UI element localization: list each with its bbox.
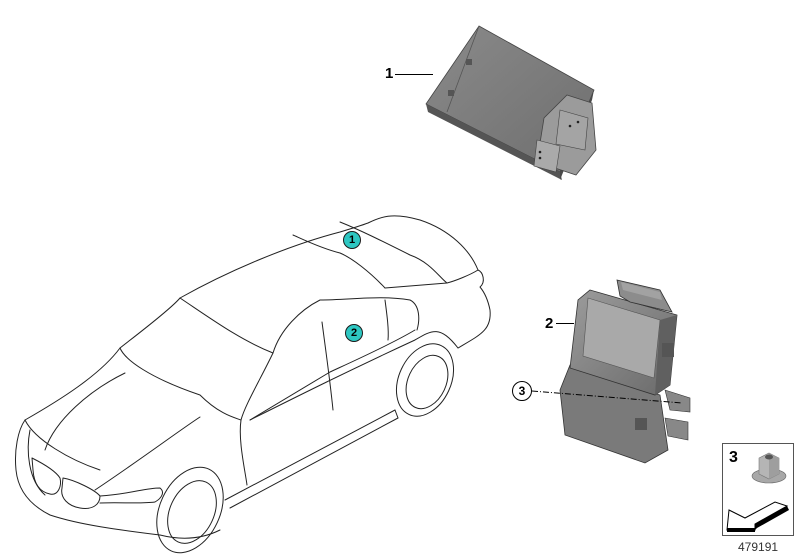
callout-1-leader-line — [395, 74, 433, 75]
image-number: 479191 — [738, 540, 779, 554]
legend-arrow-box — [722, 490, 794, 536]
installation-direction-arrow-icon — [726, 501, 789, 532]
callout-2-label: 2 — [545, 315, 554, 332]
vehicle-marker-2-label: 2 — [350, 327, 358, 339]
callout-3-circle: 3 — [512, 381, 532, 401]
callout-3-label: 3 — [518, 384, 526, 398]
callout-2-leader-line — [556, 323, 574, 324]
vehicle-marker-1-label: 1 — [348, 234, 356, 246]
legend-nut-label: 3 — [729, 449, 738, 466]
callout-1-label: 1 — [385, 65, 394, 82]
vehicle-marker-1[interactable]: 1 — [343, 231, 361, 249]
legend-nut-box: 3 — [722, 443, 794, 491]
hex-nut-icon — [751, 452, 787, 484]
vehicle-marker-2[interactable]: 2 — [345, 324, 363, 342]
